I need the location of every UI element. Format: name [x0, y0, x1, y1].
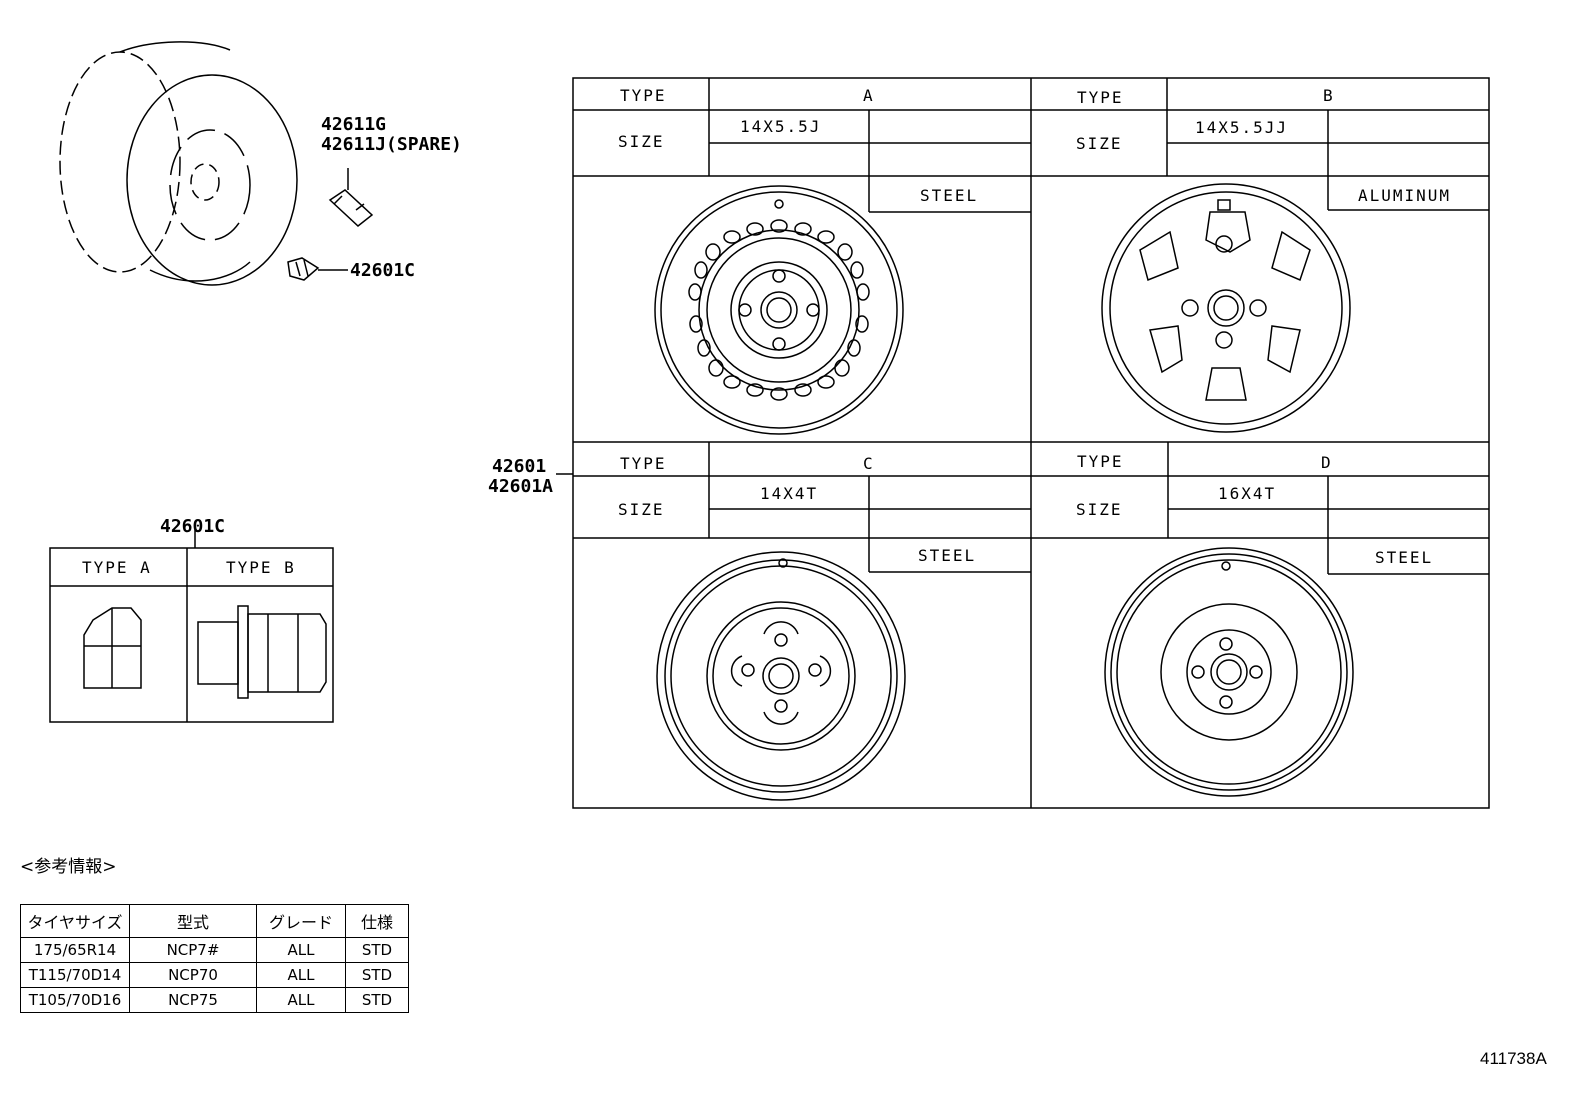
wheel-c-size-label: SIZE [618, 500, 665, 519]
callout-nut-table-title: 42601C [160, 516, 226, 537]
ref-header-tire-size: タイヤサイズ [20, 904, 130, 938]
wheel-a-material: STEEL [920, 186, 979, 205]
callout-nut-side: 42601C [350, 260, 416, 281]
wheel-a-type-value: A [863, 86, 875, 105]
tire-illustration [59, 41, 298, 286]
wheel-a-type-label: TYPE [620, 86, 667, 105]
ref-header-spec: 仕様 [345, 904, 409, 938]
wheel-b-drawing [1101, 183, 1351, 433]
table-row: 175/65R14 NCP7# ALL STD [20, 937, 409, 963]
wheel-c-drawing [656, 551, 906, 801]
ref-cell: 175/65R14 [20, 937, 130, 963]
nut-type-b-label: TYPE B [226, 558, 296, 577]
ref-cell: STD [345, 937, 409, 963]
wheel-d-size-label: SIZE [1076, 500, 1123, 519]
ref-cell: T115/70D14 [20, 962, 130, 988]
table-row: T115/70D14 NCP70 ALL STD [20, 962, 409, 988]
wheel-table-grid [556, 77, 1490, 809]
wheel-d-type-value: D [1321, 453, 1333, 472]
reference-table: タイヤサイズ 型式 グレード 仕様 175/65R14 NCP7# ALL ST… [20, 904, 409, 1013]
reference-header-row: タイヤサイズ 型式 グレード 仕様 [20, 904, 409, 938]
wheel-a-size-value: 14X5.5J [740, 117, 822, 136]
wheel-d-drawing [1104, 547, 1354, 797]
wheel-c-type-value: C [863, 454, 875, 473]
wheel-c-size-value: 14X4T [760, 484, 819, 503]
ref-cell: STD [345, 987, 409, 1013]
hub-nut-icon [287, 257, 348, 281]
ref-cell: ALL [256, 937, 346, 963]
nut-type-a-label: TYPE A [82, 558, 152, 577]
callout-valve-main: 42611G [321, 114, 387, 135]
ref-header-model: 型式 [129, 904, 257, 938]
wheel-b-type-label: TYPE [1077, 88, 1124, 107]
ref-cell: NCP7# [129, 937, 257, 963]
wheel-d-material: STEEL [1375, 548, 1434, 567]
wheel-d-size-value: 16X4T [1218, 484, 1277, 503]
wheel-b-type-value: B [1323, 86, 1335, 105]
wheel-a-size-label: SIZE [618, 132, 665, 151]
table-row: T105/70D16 NCP75 ALL STD [20, 987, 409, 1013]
ref-cell: ALL [256, 987, 346, 1013]
wheel-b-size-value: 14X5.5JJ [1195, 118, 1289, 137]
ref-cell: NCP70 [129, 962, 257, 988]
nut-type-table [49, 528, 334, 723]
ref-cell: T105/70D16 [20, 987, 130, 1013]
ref-cell: NCP75 [129, 987, 257, 1013]
callout-valve-spare: 42611J(SPARE) [321, 134, 462, 155]
callout-wheel-main: 42601 [492, 456, 547, 477]
wheel-c-material: STEEL [918, 546, 977, 565]
wheel-c-type-label: TYPE [620, 454, 667, 473]
reference-title: <参考情報> [20, 857, 117, 877]
ref-cell: ALL [256, 962, 346, 988]
ref-header-grade: グレード [256, 904, 346, 938]
valve-stem-icon [328, 168, 374, 227]
wheel-b-material: ALUMINUM [1358, 186, 1452, 205]
ref-cell: STD [345, 962, 409, 988]
wheel-a-drawing [654, 185, 904, 435]
wheel-b-size-label: SIZE [1076, 134, 1123, 153]
diagram-id: 411738A [1480, 1049, 1547, 1068]
callout-wheel-alt: 42601A [488, 476, 554, 497]
wheel-d-type-label: TYPE [1077, 452, 1124, 471]
